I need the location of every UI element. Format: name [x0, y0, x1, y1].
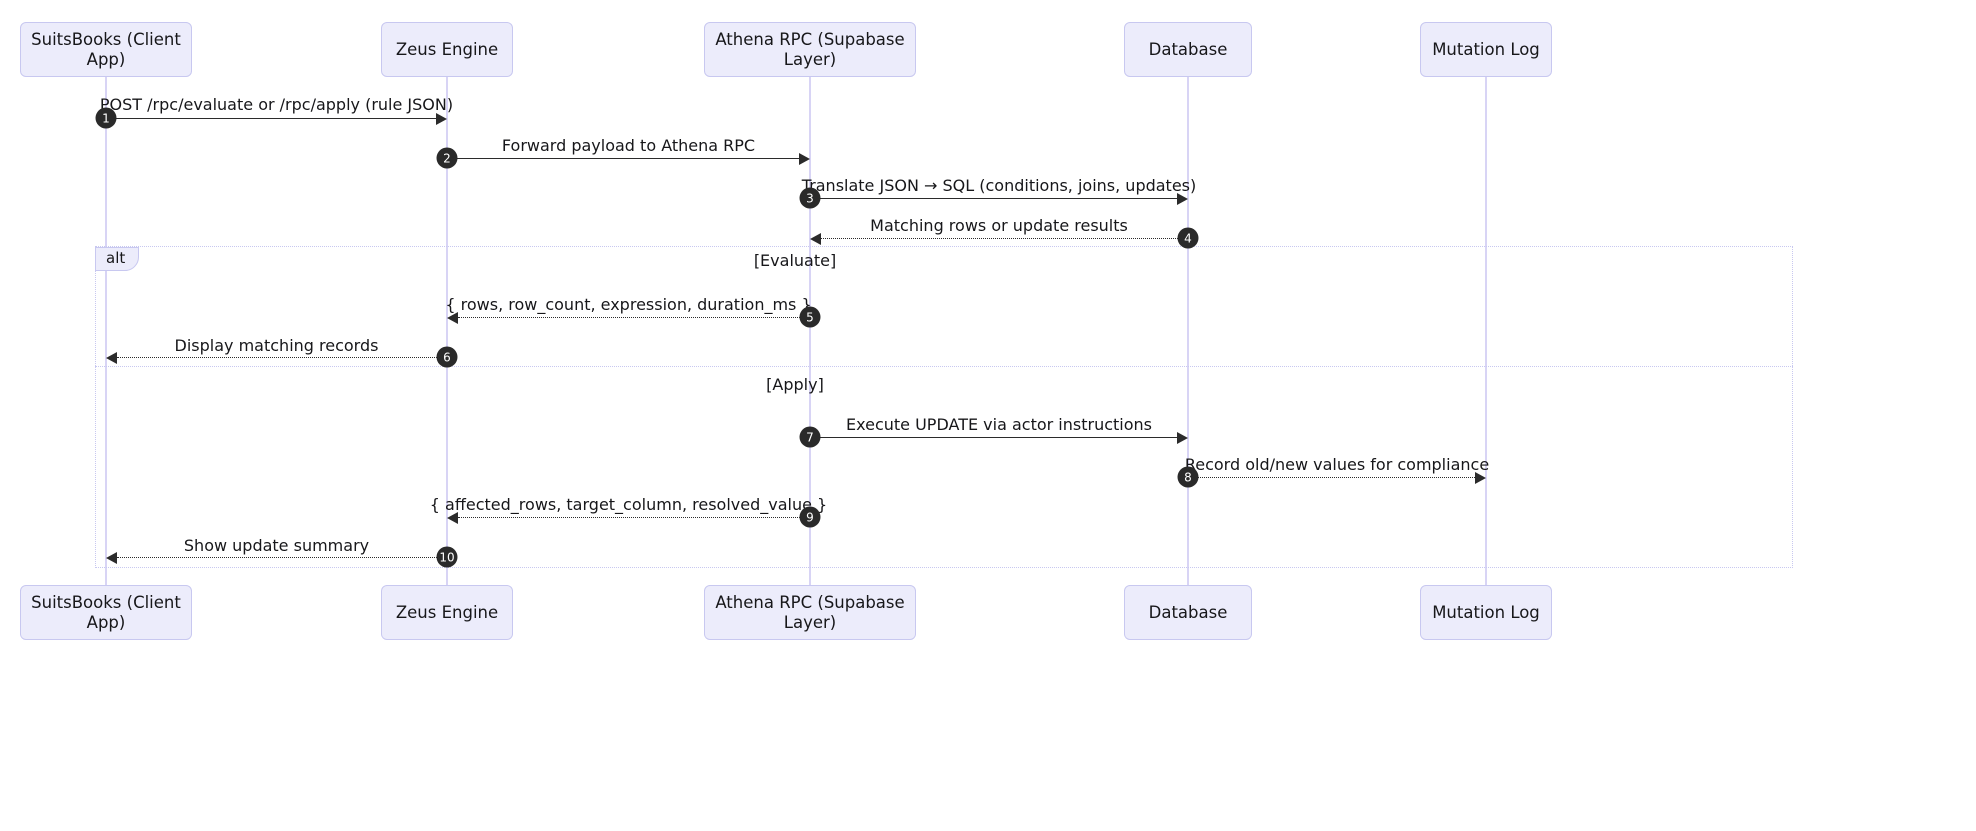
actor-header-client[interactable]: SuitsBooks (Client App) [20, 22, 192, 77]
message-line-10 [117, 557, 447, 558]
message-label-5: { rows, row_count, expression, duration_… [445, 295, 812, 314]
lifeline-mutlog [1485, 77, 1487, 585]
message-arrowhead-5 [447, 312, 458, 324]
actor-header-athena[interactable]: Athena RPC (Supabase Layer) [704, 22, 916, 77]
alt-condition-1: [Evaluate] [753, 251, 837, 270]
message-label-3: Translate JSON → SQL (conditions, joins,… [801, 176, 1197, 195]
message-label-6: Display matching records [174, 336, 379, 355]
actor-footer-mutlog[interactable]: Mutation Log [1420, 585, 1552, 640]
message-sequence-badge-10: 10 [436, 546, 458, 568]
message-line-6 [117, 357, 447, 358]
alt-condition-2: [Apply] [766, 375, 824, 394]
message-arrowhead-4 [810, 233, 821, 245]
alt-fragment-label: alt [95, 247, 140, 271]
actor-header-zeus[interactable]: Zeus Engine [381, 22, 513, 77]
message-arrowhead-3 [1177, 193, 1188, 205]
message-sequence-badge-7: 7 [799, 426, 821, 448]
alt-fragment-frame [95, 246, 1793, 568]
message-line-9 [458, 517, 810, 518]
message-line-5 [458, 317, 810, 318]
lifeline-client [105, 77, 107, 585]
message-arrowhead-10 [106, 552, 117, 564]
message-arrowhead-9 [447, 512, 458, 524]
lifeline-athena [809, 77, 811, 585]
actor-footer-zeus[interactable]: Zeus Engine [381, 585, 513, 640]
message-sequence-badge-5: 5 [799, 306, 821, 328]
message-sequence-badge-8: 8 [1177, 466, 1199, 488]
actor-footer-athena[interactable]: Athena RPC (Supabase Layer) [704, 585, 916, 640]
message-line-8 [1188, 477, 1475, 478]
message-label-8: Record old/new values for compliance [1184, 455, 1490, 474]
lifeline-zeus [446, 77, 448, 585]
message-line-2 [447, 158, 799, 159]
lifeline-db [1187, 77, 1189, 585]
message-line-4 [821, 238, 1188, 239]
message-label-7: Execute UPDATE via actor instructions [846, 415, 1152, 434]
message-arrowhead-1 [436, 113, 447, 125]
actor-header-mutlog[interactable]: Mutation Log [1420, 22, 1552, 77]
message-arrowhead-8 [1475, 472, 1486, 484]
message-label-9: { affected_rows, target_column, resolved… [429, 495, 828, 514]
message-sequence-badge-1: 1 [95, 107, 117, 129]
message-line-7 [810, 437, 1177, 438]
message-label-2: Forward payload to Athena RPC [501, 136, 756, 155]
actor-footer-db[interactable]: Database [1124, 585, 1252, 640]
message-arrowhead-7 [1177, 432, 1188, 444]
message-line-1 [106, 118, 436, 119]
message-label-10: Show update summary [183, 536, 370, 555]
message-arrowhead-6 [106, 352, 117, 364]
actor-footer-client[interactable]: SuitsBooks (Client App) [20, 585, 192, 640]
alt-fragment-divider [95, 366, 1793, 367]
message-sequence-badge-9: 9 [799, 506, 821, 528]
message-sequence-badge-2: 2 [436, 147, 458, 169]
message-sequence-badge-6: 6 [436, 346, 458, 368]
actor-header-db[interactable]: Database [1124, 22, 1252, 77]
message-label-1: POST /rpc/evaluate or /rpc/apply (rule J… [99, 95, 454, 114]
message-sequence-badge-4: 4 [1177, 227, 1199, 249]
message-line-3 [810, 198, 1177, 199]
message-label-4: Matching rows or update results [870, 216, 1128, 235]
message-arrowhead-2 [799, 153, 810, 165]
message-sequence-badge-3: 3 [799, 187, 821, 209]
